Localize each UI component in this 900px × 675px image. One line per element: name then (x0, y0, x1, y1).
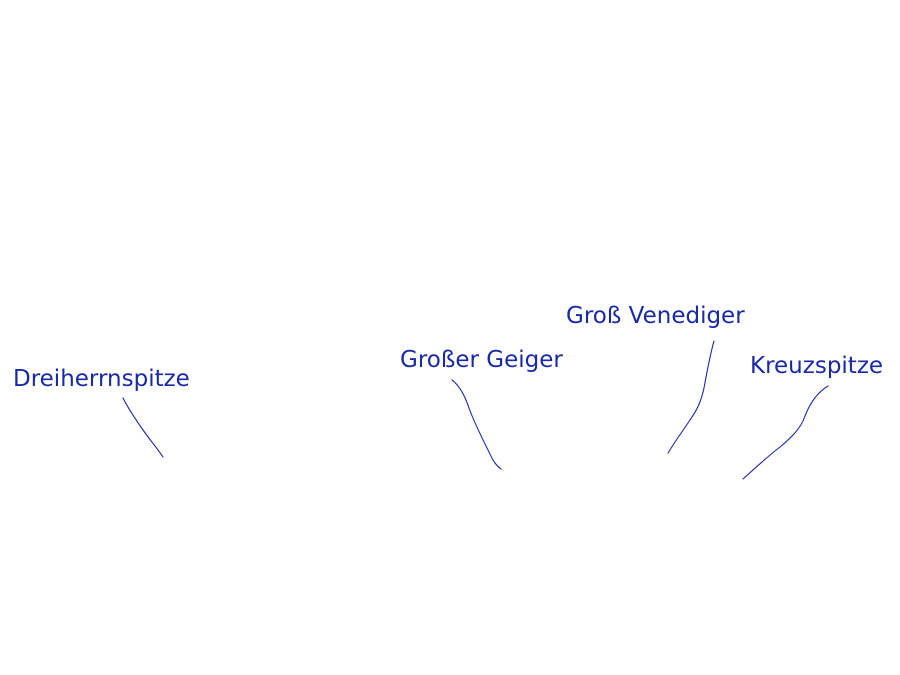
peak-label-gross-venediger: Groß Venediger (566, 303, 745, 329)
peak-label-grosser-geiger: Großer Geiger (400, 347, 563, 373)
leader-line-kreuzspitze (742, 385, 829, 480)
leader-line-grosser-geiger (451, 379, 502, 470)
peak-label-kreuzspitze: Kreuzspitze (750, 353, 884, 379)
leader-line-gross-venediger (667, 340, 715, 454)
peak-label-dreiherrnspitze: Dreiherrnspitze (13, 366, 190, 392)
leader-line-dreiherrnspitze (122, 397, 164, 458)
